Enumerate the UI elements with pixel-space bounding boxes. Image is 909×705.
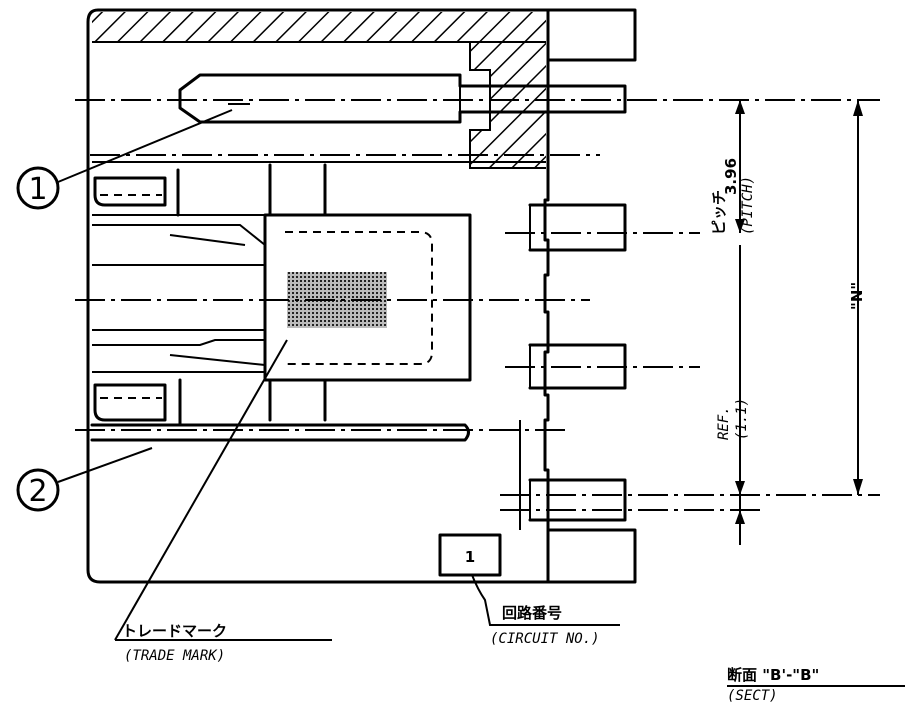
trade-mark-jp-label: トレードマーク — [122, 622, 227, 640]
pin-1 — [178, 73, 627, 124]
circuit-number-mark: 1 — [465, 548, 475, 566]
pitch-jp-label: ピッチ — [710, 190, 728, 235]
trade-mark-window — [263, 213, 472, 382]
n-label: "N" — [848, 282, 866, 310]
ref-value: (1.1) — [734, 398, 750, 440]
housing-outline — [86, 8, 637, 584]
pitch-dimension: ピッチ 3.96 (PITCH) — [710, 100, 756, 235]
housing-internals — [92, 161, 546, 427]
callout-1: 1 — [16, 109, 233, 210]
trade-mark-callout: トレードマーク (TRADE MARK) — [114, 339, 332, 664]
pitch-value: 3.96 — [722, 158, 740, 195]
callout-1-number: 1 — [28, 172, 47, 207]
housing-side-hatch — [470, 42, 546, 168]
n-dimension: "N" — [848, 100, 866, 495]
center-lines — [75, 99, 880, 511]
section-label: 断面 "B'-"B" (SECT) — [727, 666, 905, 704]
section-en-label: (SECT) — [727, 688, 778, 704]
section-jp-label: 断面 "B'-"B" — [727, 666, 819, 684]
pitch-en-label: (PITCH) — [740, 176, 756, 235]
ref-label: REF. — [716, 406, 732, 440]
circuit-number-callout: 1 回路番号 (CIRCUIT NO.) — [438, 533, 620, 647]
ref-dimension: REF. (1.1) — [716, 245, 750, 545]
housing-top-hatch — [92, 12, 546, 42]
callout-2-number: 2 — [28, 474, 47, 509]
circuit-en-label: (CIRCUIT NO.) — [490, 631, 600, 647]
callout-2: 2 — [16, 447, 153, 512]
pin-2 — [90, 423, 470, 442]
trade-mark-en-label: (TRADE MARK) — [124, 648, 225, 664]
circuit-jp-label: 回路番号 — [502, 604, 562, 622]
